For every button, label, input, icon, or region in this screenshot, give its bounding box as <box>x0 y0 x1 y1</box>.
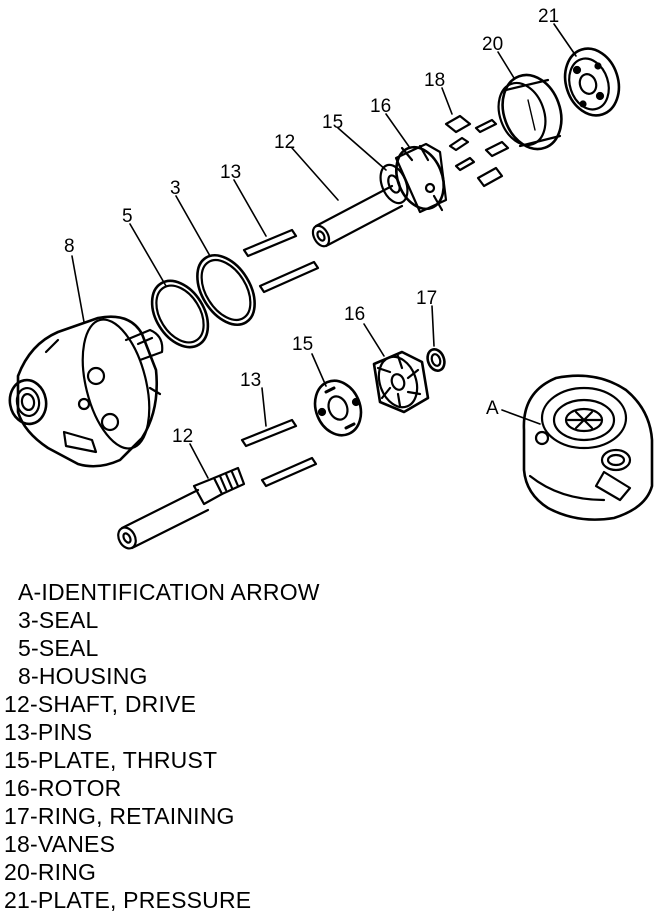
legend-item: 3-SEAL <box>18 607 99 633</box>
drive-shaft-12-top <box>311 184 404 248</box>
thrust-plate-15-bottom <box>313 379 363 437</box>
callout-21: 21 <box>538 6 559 27</box>
callout-labels: 21 20 18 16 15 12 13 3 5 8 17 16 15 13 1… <box>64 6 559 447</box>
callout-16-bottom: 16 <box>344 304 365 325</box>
seal-5 <box>150 279 210 349</box>
legend-item: A-IDENTIFICATION ARROW <box>18 579 320 605</box>
pressure-plate-21 <box>563 47 621 117</box>
legend-item: 8-HOUSING <box>18 663 148 689</box>
pins-13-top <box>242 228 320 294</box>
legend-item: 21-PLATE, PRESSURE <box>4 887 252 913</box>
legend-item: 17-RING, RETAINING <box>4 803 235 829</box>
callout-5: 5 <box>122 206 133 227</box>
seal-3 <box>196 254 256 326</box>
callout-15-bottom: 15 <box>292 334 313 355</box>
ring-20 <box>497 73 563 151</box>
legend-item: 18-VANES <box>4 831 116 857</box>
callout-3: 3 <box>170 178 181 199</box>
callout-15: 15 <box>322 112 343 133</box>
drive-shaft-12-bottom <box>117 466 246 550</box>
callout-16: 16 <box>370 96 391 117</box>
leader-lines <box>71 23 577 479</box>
legend-item: 12-SHAFT, DRIVE <box>4 691 197 717</box>
legend-item: 20-RING <box>4 859 97 885</box>
pins-13-bottom <box>240 418 318 488</box>
callout-18: 18 <box>424 70 445 91</box>
callout-12-bottom: 12 <box>172 426 193 447</box>
callout-8: 8 <box>64 236 75 257</box>
retaining-ring-17 <box>426 348 446 372</box>
vanes-18 <box>444 114 510 188</box>
rotor-16-bottom <box>372 350 430 414</box>
legend-item: 13-PINS <box>4 719 93 745</box>
rotor-16-top <box>394 142 448 214</box>
legend-item: 16-ROTOR <box>4 775 122 801</box>
callout-13-bottom: 13 <box>240 370 261 391</box>
legend-item: 15-PLATE, THRUST <box>4 747 218 773</box>
exploded-pump-diagram: 21 20 18 16 15 12 13 3 5 8 17 16 15 13 1… <box>8 6 654 550</box>
callout-12: 12 <box>274 132 295 153</box>
housing-8 <box>8 315 164 468</box>
legend-item: 5-SEAL <box>18 635 99 661</box>
callout-A: A <box>486 398 499 419</box>
identification-view-A <box>522 374 654 521</box>
callout-17: 17 <box>416 288 437 309</box>
callout-20: 20 <box>482 34 503 55</box>
callout-13: 13 <box>220 162 241 183</box>
thrust-plate-15-top <box>379 163 409 205</box>
